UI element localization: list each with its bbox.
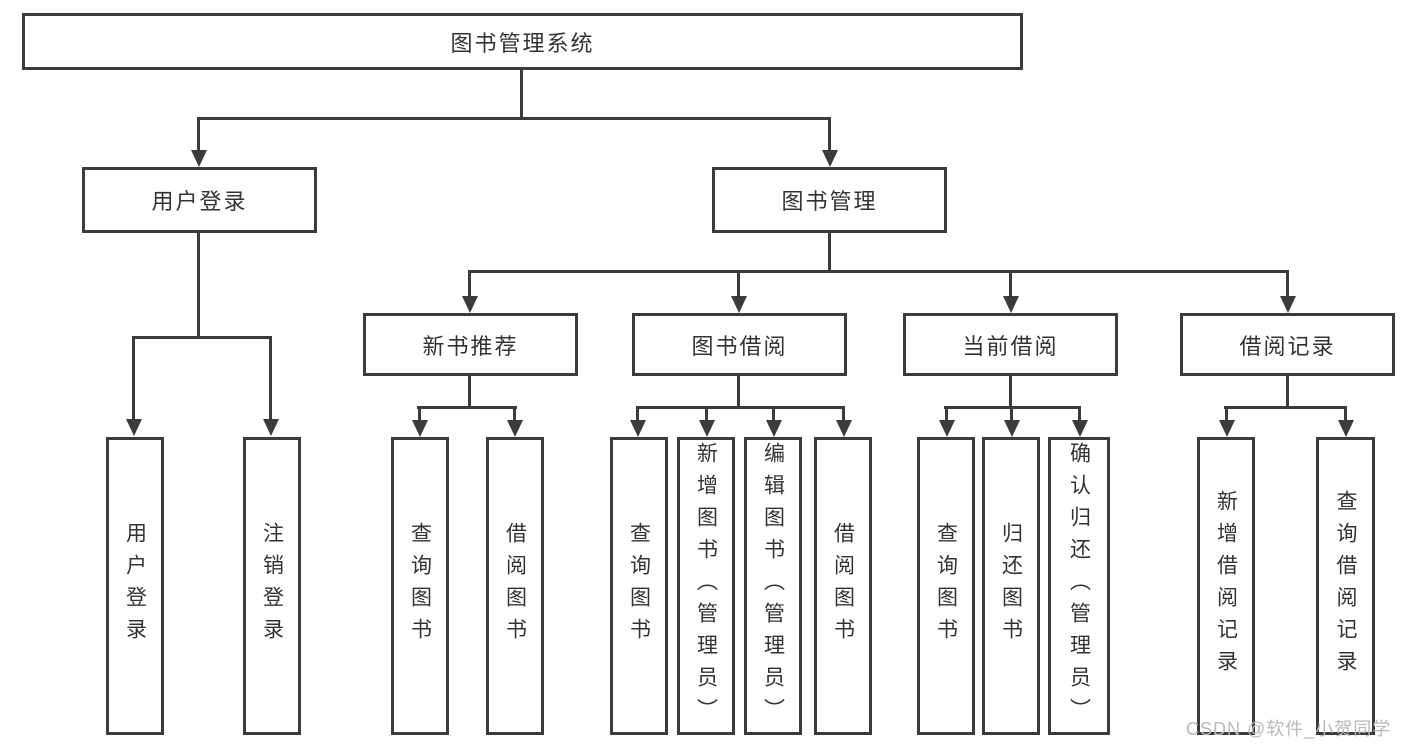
- node-label: 确认归还（管理员）: [1067, 442, 1091, 730]
- connector-line: [828, 233, 831, 273]
- node-label: 新书推荐: [422, 333, 519, 359]
- node-cb-return-books: 归还图书: [982, 437, 1040, 735]
- connector-line: [1286, 270, 1289, 298]
- connector-line: [1009, 270, 1012, 298]
- arrowhead-down-icon: [1004, 420, 1020, 437]
- node-library-management-system: 图书管理系统: [22, 13, 1023, 70]
- arrowhead-down-icon: [126, 419, 142, 436]
- node-label: 借阅记录: [1239, 333, 1336, 359]
- node-label: 用户登录: [123, 522, 147, 650]
- node-cb-query-books: 查询图书: [917, 437, 975, 735]
- arrowhead-down-icon: [1219, 420, 1235, 437]
- arrowhead-down-icon: [699, 420, 715, 437]
- connector-line: [1225, 406, 1228, 423]
- node-bb-borrow-books: 借阅图书: [814, 437, 872, 735]
- node-cb-confirm-return-admin: 确认归还（管理员）: [1048, 437, 1110, 735]
- arrowhead-down-icon: [1072, 420, 1088, 437]
- node-label: 新增图书（管理员）: [694, 442, 718, 730]
- connector-line: [772, 406, 775, 423]
- node-label: 用户登录: [151, 189, 248, 214]
- node-current-borrowing: 当前借阅: [903, 313, 1118, 376]
- node-label: 图书管理系统: [450, 30, 595, 56]
- arrowhead-down-icon: [191, 150, 207, 167]
- node-book-management: 图书管理: [712, 167, 947, 233]
- connector-line: [636, 406, 845, 409]
- connector-line: [705, 406, 708, 423]
- connector-line: [417, 406, 517, 409]
- connector-line: [468, 270, 1289, 273]
- node-br-add-borrow-record: 新增借阅记录: [1197, 437, 1255, 735]
- node-bb-edit-books-admin: 编辑图书（管理员）: [744, 437, 802, 735]
- node-label: 查询图书: [934, 522, 958, 650]
- connector-line: [1286, 376, 1289, 408]
- connector-line: [945, 406, 948, 423]
- node-br-query-borrow-record: 查询借阅记录: [1316, 437, 1375, 735]
- connector-line: [1078, 406, 1081, 423]
- connector-line: [636, 406, 639, 423]
- node-nbr-query-books: 查询图书: [391, 437, 449, 735]
- arrowhead-down-icon: [263, 419, 279, 436]
- arrowhead-down-icon: [836, 420, 852, 437]
- connector-line: [269, 336, 272, 422]
- connector-line: [418, 406, 421, 423]
- connector-line: [468, 270, 471, 298]
- node-bb-add-books-admin: 新增图书（管理员）: [677, 437, 735, 735]
- connector-line: [197, 117, 831, 120]
- arrowhead-down-icon: [1338, 420, 1354, 437]
- node-label: 查询图书: [627, 522, 651, 650]
- node-borrowing-records: 借阅记录: [1180, 313, 1395, 376]
- connector-line: [197, 233, 200, 338]
- node-label: 图书管理: [781, 189, 878, 214]
- node-ul-logout: 注销登录: [243, 437, 301, 735]
- node-ul-user-login: 用户登录: [106, 437, 164, 735]
- connector-line: [828, 117, 831, 153]
- node-label: 查询借阅记录: [1334, 490, 1357, 682]
- connector-line: [1344, 406, 1347, 423]
- connector-line: [737, 376, 740, 408]
- node-label: 查询图书: [408, 522, 432, 650]
- connector-line: [132, 336, 272, 339]
- connector-line: [1009, 376, 1012, 408]
- connector-line: [132, 336, 135, 422]
- connector-line: [1010, 406, 1013, 423]
- connector-line: [468, 376, 471, 408]
- node-label: 编辑图书（管理员）: [761, 442, 785, 730]
- node-label: 注销登录: [260, 522, 284, 650]
- connector-line: [513, 406, 516, 423]
- arrowhead-down-icon: [939, 420, 955, 437]
- arrowhead-down-icon: [412, 420, 428, 437]
- node-bb-query-books: 查询图书: [610, 437, 668, 735]
- connector-line: [1224, 406, 1347, 409]
- csdn-watermark: CSDN @软件_小贺同学: [1186, 719, 1392, 739]
- node-label: 借阅图书: [503, 522, 527, 650]
- node-nbr-borrow-books: 借阅图书: [486, 437, 544, 735]
- node-label: 图书借阅: [691, 333, 788, 359]
- node-label: 当前借阅: [962, 333, 1059, 359]
- arrowhead-down-icon: [766, 420, 782, 437]
- node-new-book-recommendation: 新书推荐: [363, 313, 578, 376]
- connector-line: [842, 406, 845, 423]
- arrowhead-down-icon: [462, 296, 478, 313]
- arrowhead-down-icon: [731, 296, 747, 313]
- connector-line: [197, 117, 200, 153]
- node-book-borrowing: 图书借阅: [632, 313, 847, 376]
- arrowhead-down-icon: [630, 420, 646, 437]
- connector-line: [737, 270, 740, 298]
- arrowhead-down-icon: [822, 150, 838, 167]
- node-label: 借阅图书: [831, 522, 855, 650]
- connector-line: [520, 68, 523, 120]
- arrowhead-down-icon: [1003, 296, 1019, 313]
- node-label: 归还图书: [999, 522, 1023, 650]
- arrowhead-down-icon: [1280, 296, 1296, 313]
- node-label: 新增借阅记录: [1214, 490, 1238, 682]
- arrowhead-down-icon: [507, 420, 523, 437]
- node-user-login: 用户登录: [82, 167, 317, 233]
